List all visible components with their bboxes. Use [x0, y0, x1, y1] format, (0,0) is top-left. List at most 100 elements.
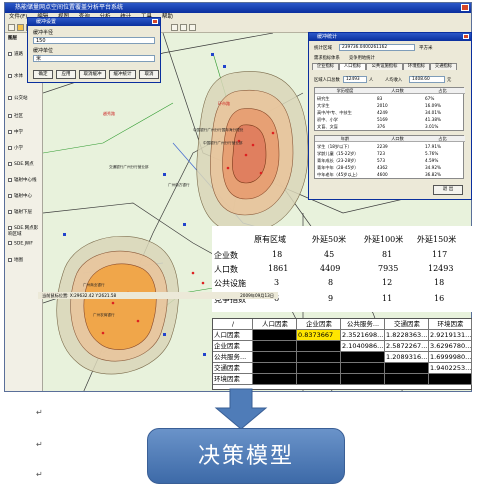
matrix-cell[interactable]: [253, 374, 297, 385]
close-icon[interactable]: [463, 34, 469, 39]
matrix-cell-selected[interactable]: 0.8373667: [297, 330, 341, 341]
layer-item[interactable]: 公交站: [8, 95, 28, 101]
map-label: 中国银行广州分行营业部: [203, 141, 243, 145]
matrix-cell[interactable]: 2.1040986...: [341, 341, 385, 352]
checkbox-icon[interactable]: [8, 95, 12, 100]
matrix-cell[interactable]: [385, 363, 429, 374]
matrix-cell[interactable]: 1.9402253...: [429, 363, 472, 374]
tab-population[interactable]: 人口指标: [339, 63, 366, 70]
checkbox-icon[interactable]: [8, 241, 12, 245]
matrix-cell[interactable]: 1.6999980...: [429, 352, 472, 363]
tab-traffic[interactable]: 交通指标: [430, 63, 457, 70]
cancel-buffer-button[interactable]: 取消缓冲: [79, 70, 106, 79]
grid-cell: 学龄儿童（15-22岁）: [317, 151, 359, 156]
radius-label: 缓冲半径: [33, 30, 54, 36]
grid-cell: 4600: [377, 172, 388, 177]
checkbox-icon[interactable]: [8, 177, 12, 182]
matrix-cell[interactable]: 2.9219131...: [429, 330, 472, 341]
matrix-cell[interactable]: [385, 374, 429, 385]
matrix-cell[interactable]: [297, 363, 341, 374]
exit-button[interactable]: 退 出: [433, 185, 463, 195]
menu-demand[interactable]: 需求指标体系: [314, 56, 340, 61]
close-icon[interactable]: [152, 19, 158, 24]
tab-environment[interactable]: 环境指标: [403, 63, 430, 70]
checkbox-icon[interactable]: [8, 51, 12, 56]
layer-item[interactable]: 地图: [8, 257, 23, 263]
checkbox-icon[interactable]: [8, 129, 12, 134]
table-cell: 9: [328, 294, 334, 303]
menu-item[interactable]: 帮助: [161, 14, 173, 20]
close-icon[interactable]: [461, 4, 469, 11]
checkbox-icon[interactable]: [8, 113, 12, 118]
identify-icon[interactable]: [180, 24, 187, 31]
matrix-cell[interactable]: 2.5872267...: [385, 341, 429, 352]
window-titlebar: 热能储量网点空间位置覆盖分析平台系统: [5, 3, 471, 13]
matrix-cell[interactable]: [253, 363, 297, 374]
matrix-cell[interactable]: [341, 374, 385, 385]
matrix-cell[interactable]: [341, 352, 385, 363]
grid-cell: 青年中年（28-45岁）: [317, 165, 359, 170]
layer-item[interactable]: 水体: [8, 73, 23, 79]
tab-enterprise[interactable]: 企业指标: [312, 63, 339, 70]
unit-select[interactable]: 米: [33, 55, 155, 62]
grid-cell: 67%: [425, 96, 435, 101]
measure-icon[interactable]: [189, 24, 196, 31]
matrix-cell[interactable]: 2.3521698...: [341, 330, 385, 341]
layer-item[interactable]: 道路: [8, 51, 23, 57]
radius-input[interactable]: 150: [33, 37, 155, 44]
layers-header: 图层: [8, 36, 17, 41]
matrix-cell[interactable]: 3.6296780...: [429, 341, 472, 352]
grid-cell: 5169: [377, 117, 388, 122]
matrix-cell[interactable]: [253, 330, 297, 341]
layer-item[interactable]: 辐射中心: [8, 193, 32, 199]
grid-header: 人口数: [375, 136, 420, 142]
select-icon[interactable]: [171, 24, 178, 31]
open-icon[interactable]: [17, 24, 24, 31]
matrix-row-label: 交通因素: [213, 363, 253, 374]
matrix-cell[interactable]: [297, 341, 341, 352]
paragraph-mark: ↵: [36, 408, 43, 417]
layer-item[interactable]: 辐射下层: [8, 209, 32, 215]
layer-item[interactable]: 社区: [8, 113, 23, 119]
menu-item[interactable]: 文件(F): [9, 14, 28, 20]
layer-item[interactable]: 辐射中心线: [8, 177, 37, 183]
matrix-cell[interactable]: [297, 352, 341, 363]
checkbox-icon[interactable]: [8, 257, 12, 262]
grid-cell: 41.38%: [425, 117, 441, 122]
checkbox-icon[interactable]: [8, 193, 12, 198]
row-label: 人口数: [214, 265, 238, 274]
stat-dialog-title: 缓冲统计: [309, 33, 471, 41]
layer-item[interactable]: SDE.网点影响区域: [8, 225, 39, 237]
checkbox-icon[interactable]: [8, 145, 12, 150]
layer-item[interactable]: SDE.JWF: [8, 241, 33, 247]
grid-cell: 大学生: [317, 103, 330, 108]
layer-item[interactable]: 小学: [8, 145, 23, 151]
layer-item[interactable]: SDE.网点: [8, 161, 34, 167]
layer-item[interactable]: 中学: [8, 129, 23, 135]
checkbox-icon[interactable]: [8, 209, 12, 214]
matrix-cell[interactable]: 1.8228363...: [385, 330, 429, 341]
ok-button[interactable]: 确定: [33, 70, 53, 79]
checkbox-icon[interactable]: [8, 161, 12, 166]
grid-cell: 研究生: [317, 96, 330, 101]
checkbox-icon[interactable]: [8, 73, 12, 78]
matrix-cell[interactable]: [429, 374, 472, 385]
grid-cell: 573: [377, 158, 385, 163]
grid-cell: 376: [377, 124, 385, 129]
grid-cell: 34.01%: [425, 110, 441, 115]
cancel-button[interactable]: 取消: [139, 70, 159, 79]
menu-competition[interactable]: 竞争用地统计: [349, 56, 375, 61]
buffer-stat-button[interactable]: 缓冲统计: [109, 70, 136, 79]
matrix-cell[interactable]: [297, 374, 341, 385]
apply-button[interactable]: 应用: [56, 70, 76, 79]
table-cell: 4409: [320, 264, 341, 273]
matrix-cell[interactable]: [341, 363, 385, 374]
matrix-cell[interactable]: [253, 341, 297, 352]
new-icon[interactable]: [8, 24, 15, 31]
matrix-header: 企业因素: [297, 319, 341, 330]
tab-facility[interactable]: 公共设施指标: [366, 63, 403, 70]
matrix-cell[interactable]: 1.2089316...: [385, 352, 429, 363]
paragraph-mark: ↵: [36, 440, 43, 449]
checkbox-icon[interactable]: [8, 225, 12, 230]
matrix-cell[interactable]: [253, 352, 297, 363]
